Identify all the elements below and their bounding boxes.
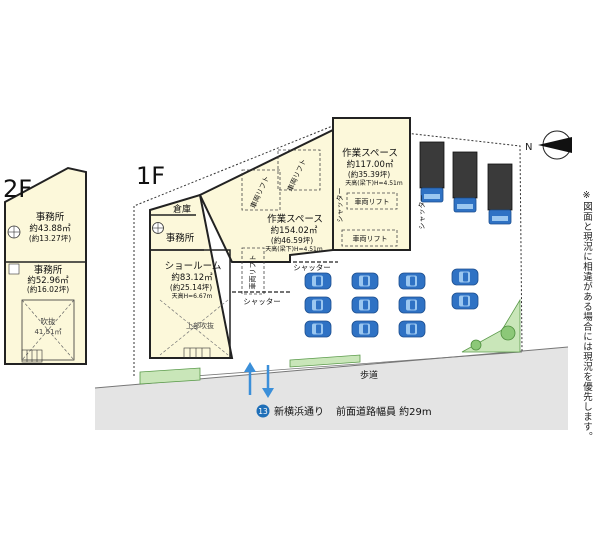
truck-area xyxy=(419,141,513,225)
ceiling-height: 天高(梁下)H=4.51m xyxy=(265,245,323,253)
room-tsubo: (約25.14坪) xyxy=(170,282,212,292)
car-icon xyxy=(304,272,332,290)
shutter-label: シャッター xyxy=(293,263,331,272)
car-icon xyxy=(304,296,332,314)
lift-label: 車両リフト xyxy=(248,255,257,290)
floor-1f-plan xyxy=(149,117,411,359)
entry-arrows-icon xyxy=(244,362,274,398)
shutter-label: シャッター xyxy=(243,297,281,306)
room-tsubo: (約35.39坪) xyxy=(348,169,390,179)
room-name: 倉庫 xyxy=(173,203,191,215)
room-tsubo: (約16.02坪) xyxy=(27,284,69,294)
tree-icon xyxy=(470,325,516,351)
truck-icon xyxy=(419,141,445,203)
room-tsubo: (約13.27坪) xyxy=(29,233,71,243)
parking-area xyxy=(304,268,479,338)
car-icon xyxy=(398,320,426,338)
shutter-label: シャッター xyxy=(417,195,426,230)
car-icon xyxy=(398,296,426,314)
route-number: 13 xyxy=(258,407,268,416)
truck-icon xyxy=(487,163,513,225)
spiral-stair-icon xyxy=(7,225,21,239)
car-icon xyxy=(304,320,332,338)
room-area: 約154.02㎡ xyxy=(271,225,318,236)
room-name: 事務所 xyxy=(34,264,63,276)
ceiling-height: 天高(梁下)H=4.51m xyxy=(345,179,403,187)
room-name: 作業スペース xyxy=(267,213,323,225)
north-arrow-icon xyxy=(538,130,572,160)
sidewalk-label: 歩道 xyxy=(360,369,378,381)
room-area: 約117.00㎡ xyxy=(347,159,394,170)
room-name: 作業スペース xyxy=(342,147,398,159)
car-icon xyxy=(398,272,426,290)
route-badge-icon: 13 xyxy=(256,404,270,418)
car-icon xyxy=(451,292,479,310)
floor-1f-label: 1F xyxy=(136,162,165,190)
floor-2f-plan xyxy=(4,166,87,365)
car-icon xyxy=(451,268,479,286)
shutter-label: シャッター xyxy=(335,188,344,223)
car-icon xyxy=(351,272,379,290)
room-area: 約83.12㎡ xyxy=(171,272,213,283)
stair-icon xyxy=(183,347,211,359)
lift-label: 車両リフト xyxy=(355,197,390,206)
void-label: 吹抜 xyxy=(41,316,56,326)
disclaimer-note: ※図面と現況に相違がある場合には現況を優先します。 xyxy=(581,190,592,442)
room-area: 約52.96㎡ xyxy=(27,275,69,286)
ceiling-height: 天高H=6.67m xyxy=(172,292,213,300)
road-width: 前面道路幅員 約29m xyxy=(336,405,432,418)
room-name: 事務所 xyxy=(166,232,195,244)
room-area: 約43.88㎡ xyxy=(29,223,71,234)
truck-icon xyxy=(452,151,478,213)
room-name: ショールーム xyxy=(165,261,222,272)
restroom-icon xyxy=(8,263,20,275)
room-name: 事務所 xyxy=(36,211,65,223)
spiral-stair-icon xyxy=(152,222,164,234)
void-label: 上部吹抜 xyxy=(186,321,214,330)
road-name: 新横浜通り xyxy=(274,405,324,418)
stair-icon xyxy=(21,349,43,363)
void-area: 41.51㎡ xyxy=(34,328,61,336)
car-icon xyxy=(351,296,379,314)
floor-2f-label: 2F xyxy=(3,175,32,203)
room-tsubo: (約46.59坪) xyxy=(271,235,313,245)
car-icon xyxy=(351,320,379,338)
lift-label: 車両リフト xyxy=(353,234,388,243)
north-label: N xyxy=(525,142,532,153)
